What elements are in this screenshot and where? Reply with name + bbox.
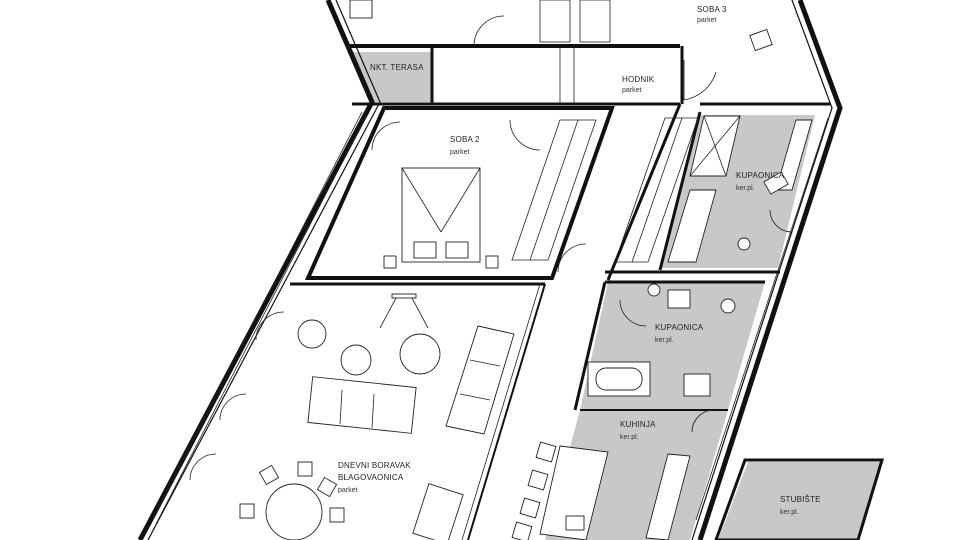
hodnik-floor: parket [622,87,642,94]
stair-floor [718,462,880,540]
stubiste-label: STUBIŠTE [780,495,821,504]
kuhinja-label: KUHINJA [620,420,656,429]
boravak-floor: parket [338,487,358,494]
room-labels: SOBA 3 parket NKT. TERASA HODNIK parket … [338,5,821,516]
hodnik-label: HODNIK [622,75,655,84]
soba2-label: SOBA 2 [450,135,480,144]
kupaonica2-floor: ker.pl. [655,337,674,344]
boravak-label: DNEVNI BORAVAK [338,461,411,470]
kupaonica1-label: KUPAONICA [736,171,785,180]
doors [189,15,793,481]
wardrobes [511,0,699,263]
kitchen-furniture [511,441,691,540]
soba2-floor: parket [450,149,470,156]
kupaonica1-floor: ker.pl. [736,185,755,192]
kuhinja-floor: ker.pl. [620,434,639,441]
boravak-label2: BLAGOVAONICA [338,473,404,482]
bathroom-fixtures [587,115,813,397]
soba3-floor: parket [697,17,717,24]
soba3-label: SOBA 3 [697,5,727,14]
terasa-label: NKT. TERASA [370,63,424,72]
living-furniture [239,319,515,540]
stubiste-floor: ker.pl. [780,509,799,516]
interior-walls [290,44,885,540]
kupaonica2-label: KUPAONICA [655,323,704,332]
outer-walls [137,0,843,540]
terrace-floor [352,52,432,102]
soba3-details [349,0,773,104]
double-bed [383,167,499,269]
